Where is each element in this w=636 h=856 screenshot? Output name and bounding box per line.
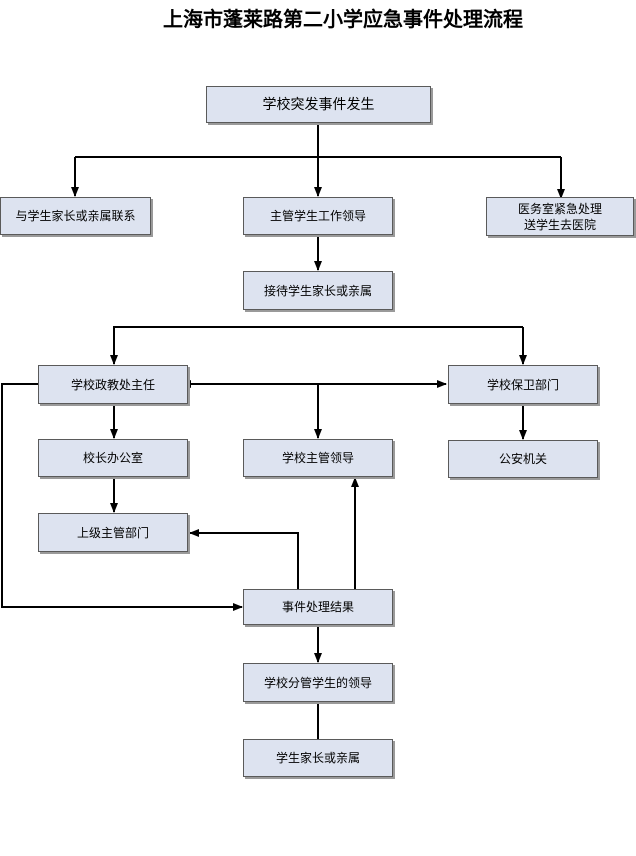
node-supervising-leader: 主管学生工作领导 [243, 197, 393, 235]
node-police-label: 公安机关 [498, 452, 547, 466]
node-result: 事件处理结果 [243, 589, 393, 625]
page-title: 上海市蓬莱路第二小学应急事件处理流程 [163, 7, 523, 31]
node-superior-dept: 上级主管部门 [38, 513, 188, 552]
node-police: 公安机关 [448, 440, 598, 478]
node-medical-line2: 送学生去医院 [523, 217, 596, 232]
node-contact-parents-label: 与学生家长或亲属联系 [15, 209, 136, 223]
node-result-label: 事件处理结果 [281, 600, 354, 614]
node-security-dept-label: 学校保卫部门 [486, 377, 559, 392]
node-principal-office: 校长办公室 [38, 439, 188, 477]
node-superior-dept-label: 上级主管部门 [76, 525, 149, 540]
connector-mid-bar [113, 326, 523, 363]
node-receive-parents: 接待学生家长或亲属 [243, 271, 393, 310]
node-medical: 医务室紧急处理 送学生去医院 [486, 197, 634, 236]
node-principal-office-label: 校长办公室 [82, 451, 143, 465]
node-event-occurs: 学校突发事件发生 [206, 86, 431, 123]
node-receive-parents-label: 接待学生家长或亲属 [263, 283, 372, 298]
node-school-leader: 学校主管领导 [243, 439, 393, 477]
node-school-leader-label: 学校主管领导 [281, 451, 354, 465]
node-medical-line1: 医务室紧急处理 [517, 201, 602, 216]
arrow-director-to-result [1, 383, 243, 611]
node-parents-relatives-label: 学生家长或亲属 [275, 751, 360, 765]
arrow-result-to-superior [189, 529, 299, 589]
node-student-leader-label: 学校分管学生的领导 [263, 675, 372, 690]
node-supervising-leader-label: 主管学生工作领导 [269, 209, 366, 223]
node-student-leader: 学校分管学生的领导 [243, 663, 393, 702]
node-contact-parents: 与学生家长或亲属联系 [0, 197, 151, 235]
node-event-occurs-label: 学校突发事件发生 [262, 96, 375, 113]
node-political-director: 学校政教处主任 [38, 365, 188, 404]
node-security-dept: 学校保卫部门 [448, 365, 598, 404]
node-parents-relatives: 学生家长或亲属 [243, 739, 393, 777]
node-political-director-label: 学校政教处主任 [70, 377, 155, 392]
